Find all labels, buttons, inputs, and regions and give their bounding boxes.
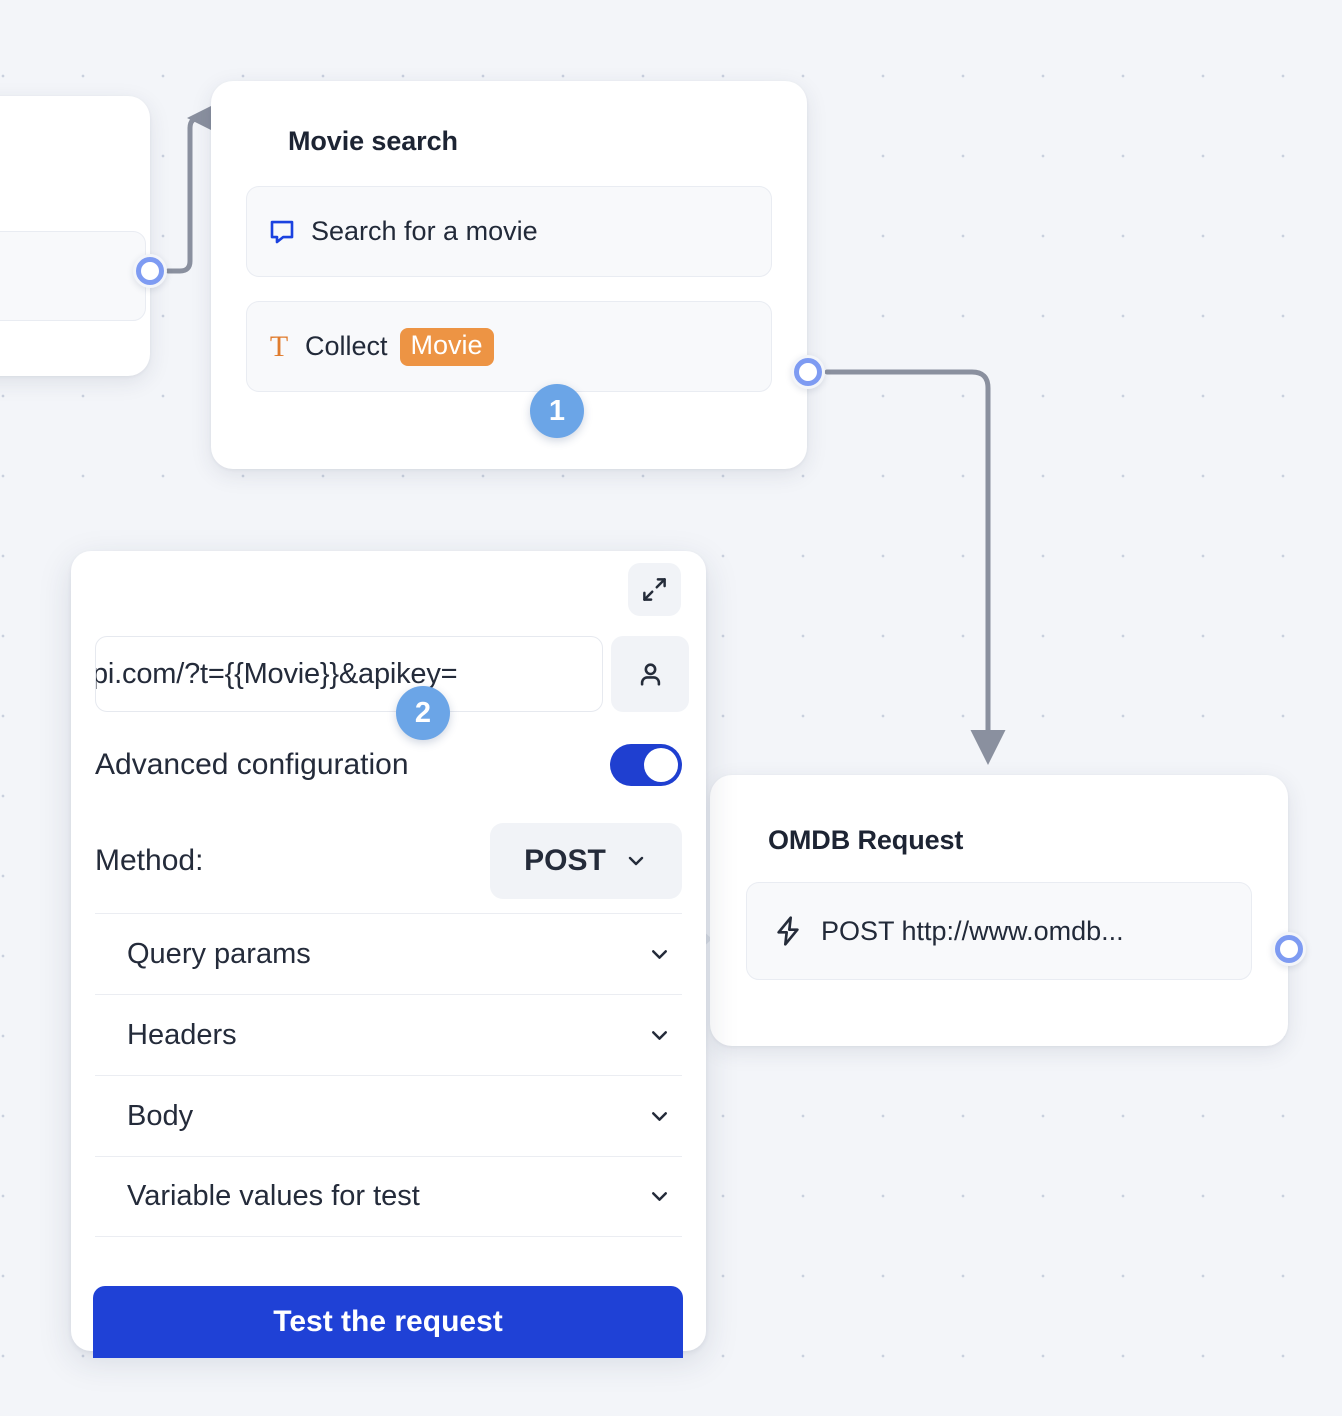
- chevron-down-icon: [647, 1104, 672, 1129]
- step-badge-2: 2: [396, 686, 450, 740]
- method-label: Method:: [95, 844, 204, 877]
- omdb-request-title: OMDB Request: [768, 825, 964, 855]
- section-query-params[interactable]: Query params: [95, 913, 682, 994]
- node-row-collect-movie[interactable]: T Collect Movie: [246, 301, 772, 392]
- url-input-value: pi.com/?t={{Movie}}&apikey=: [95, 657, 458, 690]
- text-field-icon: T: [269, 329, 289, 363]
- node-row-label: POST http://www.omdb...: [821, 915, 1124, 946]
- chevron-down-icon: [647, 942, 672, 967]
- message-bubble-icon: [267, 217, 297, 247]
- port-movie-search-output[interactable]: [791, 355, 825, 389]
- request-config-panel[interactable]: pi.com/?t={{Movie}}&apikey= Advanced con…: [71, 551, 706, 1351]
- node-row-label: Search for a movie: [311, 216, 538, 246]
- section-label: Headers: [127, 1018, 237, 1051]
- advanced-configuration-label: Advanced configuration: [95, 748, 409, 781]
- movie-search-node[interactable]: Movie search Search for a movie T Collec…: [211, 81, 807, 469]
- node-row-search-for-a-movie[interactable]: Search for a movie: [246, 186, 772, 277]
- test-the-request-button[interactable]: Test the request: [93, 1286, 683, 1358]
- movie-search-title: Movie search: [288, 126, 458, 156]
- advanced-configuration-row[interactable]: Advanced configuration: [95, 744, 682, 786]
- previous-node-row[interactable]: [0, 231, 146, 321]
- node-row-post-request[interactable]: POST http://www.omdb...: [746, 882, 1252, 980]
- section-headers[interactable]: Headers: [95, 994, 682, 1075]
- chevron-down-icon: [647, 1023, 672, 1048]
- previous-node-card[interactable]: [0, 96, 150, 376]
- port-previous-output[interactable]: [133, 254, 167, 288]
- method-select[interactable]: POST: [490, 823, 682, 899]
- expand-diagonal-icon[interactable]: [628, 563, 681, 616]
- section-variable-values-for-test[interactable]: Variable values for test: [95, 1156, 682, 1237]
- port-omdb-output[interactable]: [1272, 932, 1306, 966]
- method-value: POST: [524, 844, 606, 877]
- request-sections: Query params Headers Body Variable value…: [95, 913, 682, 1237]
- lightning-bolt-icon: [772, 915, 804, 947]
- node-row-label: Collect: [305, 331, 388, 361]
- url-row[interactable]: pi.com/?t={{Movie}}&apikey=: [95, 636, 689, 712]
- advanced-configuration-toggle[interactable]: [610, 744, 682, 786]
- person-icon[interactable]: [611, 636, 689, 712]
- method-row: Method: POST: [95, 823, 682, 899]
- omdb-request-node[interactable]: OMDB Request POST http://www.omdb...: [710, 775, 1288, 1046]
- section-label: Body: [127, 1099, 194, 1132]
- step-badge-1: 1: [530, 384, 584, 438]
- section-label: Query params: [127, 937, 311, 970]
- chevron-down-icon: [624, 849, 648, 873]
- wire-movie-to-omdb: [824, 369, 1006, 766]
- variable-chip-movie[interactable]: Movie: [399, 327, 494, 366]
- wire-prev-to-movie: [165, 100, 222, 274]
- chevron-down-icon: [647, 1184, 672, 1209]
- section-label: Variable values for test: [127, 1180, 420, 1212]
- section-body[interactable]: Body: [95, 1075, 682, 1156]
- url-input[interactable]: pi.com/?t={{Movie}}&apikey=: [95, 636, 603, 712]
